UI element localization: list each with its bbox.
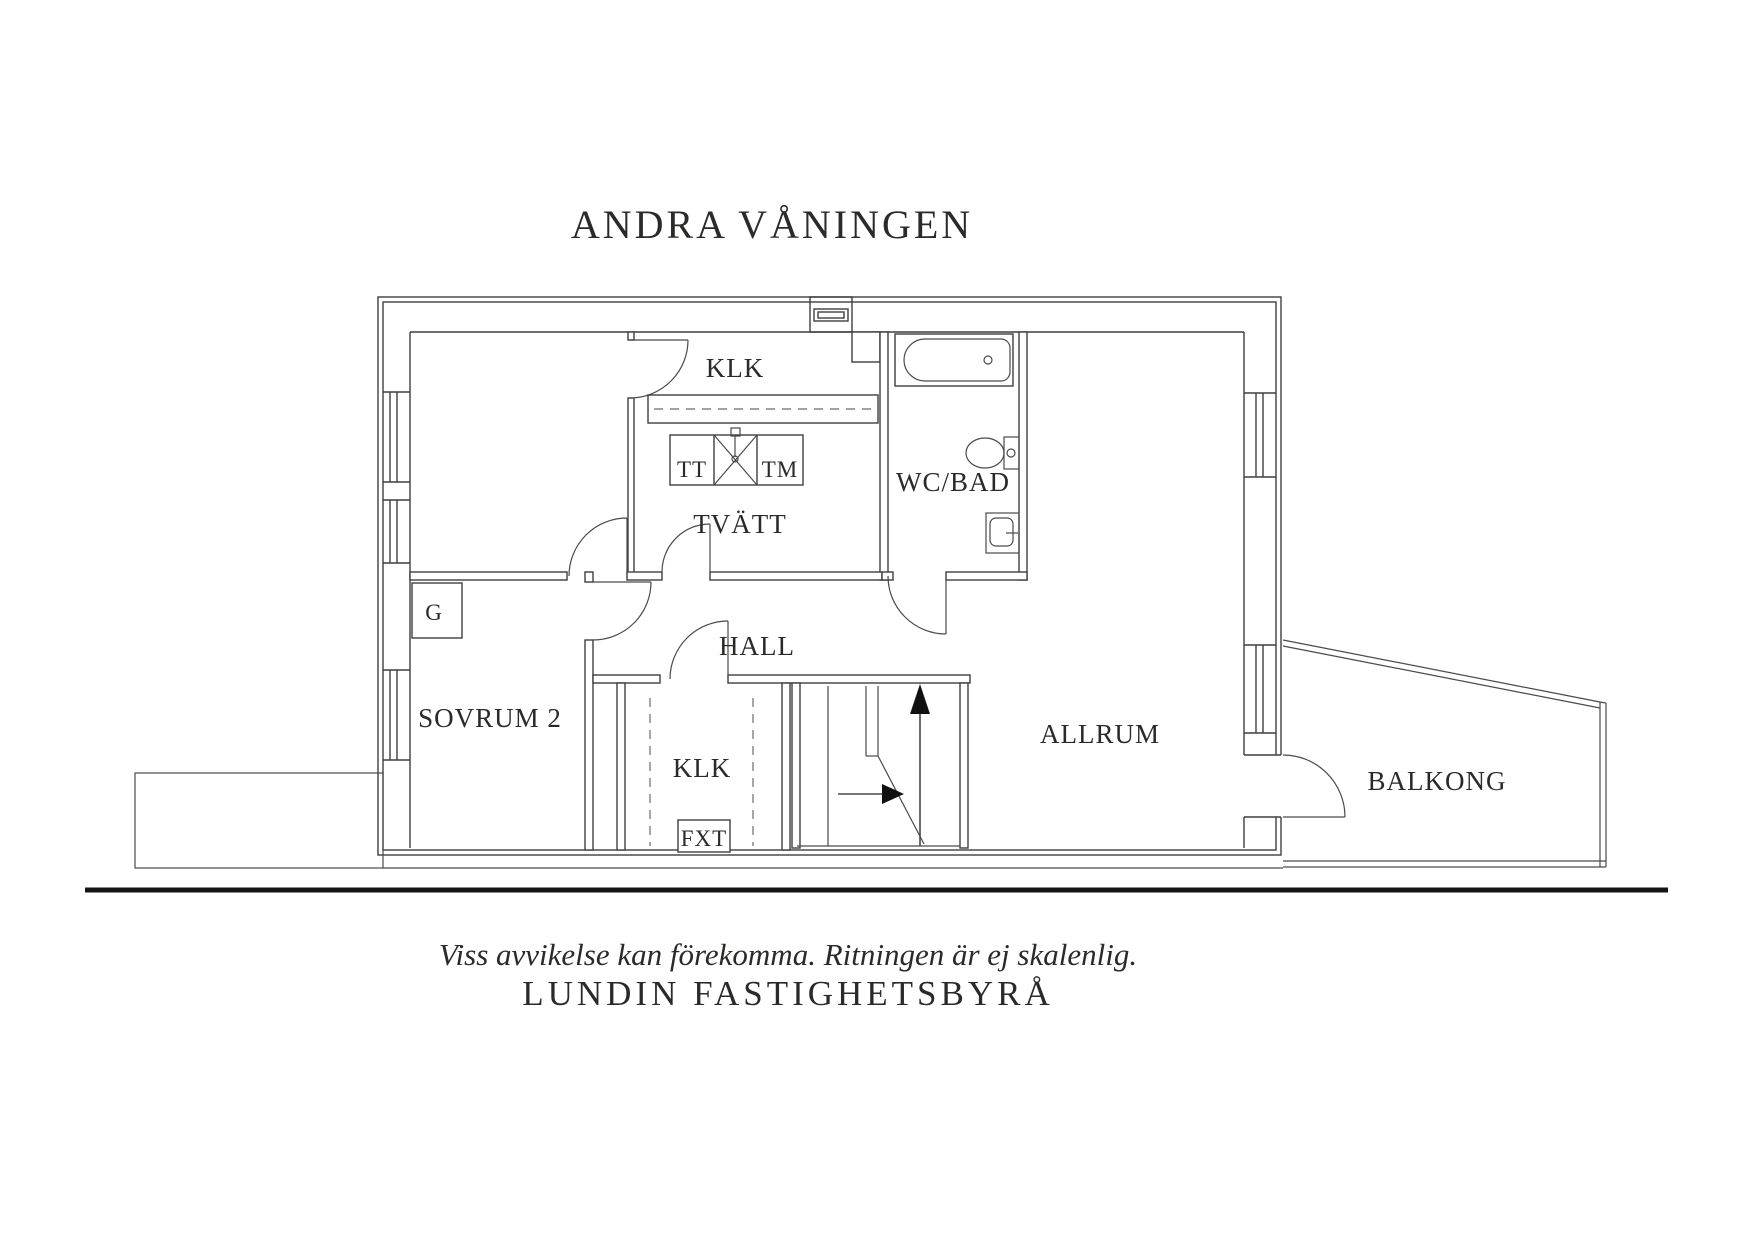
window-icon [383, 391, 410, 483]
room-label-hall: HALL [719, 631, 795, 661]
sink-icon [985, 512, 1020, 554]
fxt-box [677, 819, 731, 853]
disclaimer-text: Viss avvikelse kan förekomma. Ritningen … [439, 937, 1137, 972]
bathtub-icon [894, 333, 1014, 387]
door-arc [661, 523, 711, 573]
toilet-icon [965, 436, 1020, 470]
closet-shelf [647, 394, 879, 424]
closet-rails [649, 698, 754, 846]
window-icon [383, 669, 410, 761]
door-arc [568, 517, 628, 577]
room-label-tvatt: TVÄTT [693, 509, 786, 539]
window-icon [1244, 392, 1276, 478]
room-label-balkong: BALKONG [1368, 766, 1507, 796]
window-icon [383, 499, 410, 564]
room-label-klk-bottom: KLK [673, 753, 732, 783]
laundry-row [669, 427, 804, 486]
windows [383, 391, 1276, 761]
door-arc [1282, 754, 1346, 818]
balcony-door [1243, 754, 1346, 818]
interior-walls [409, 331, 1028, 851]
room-label-tm: TM [762, 457, 799, 482]
room-label-klk-top: KLK [706, 353, 765, 383]
up-arrow-icon [910, 684, 930, 846]
door-arc [592, 581, 652, 641]
chimney-icon [809, 296, 853, 333]
room-label-wcbad: WC/BAD [896, 467, 1010, 497]
lower-roof-outline [134, 772, 384, 869]
door-arc [629, 339, 689, 399]
room-label-fxt: FXT [681, 826, 727, 851]
page-title: ANDRA VÅNINGEN [571, 202, 973, 247]
balcony-railing [1282, 639, 1607, 868]
room-label-sovrum2: SOVRUM 2 [418, 703, 562, 733]
door-arc [887, 575, 947, 635]
door-arc [669, 620, 729, 680]
room-label-g: G [425, 600, 443, 625]
doors [568, 339, 947, 680]
stairs [797, 684, 960, 847]
right-arrow-icon [838, 784, 904, 804]
window-icon [1244, 644, 1276, 734]
laundry-sink-icon [713, 427, 758, 486]
room-label-allrum: ALLRUM [1040, 719, 1160, 749]
room-label-tt: TT [677, 457, 707, 482]
brand-text: LUNDIN FASTIGHETSBYRÅ [522, 974, 1054, 1013]
g-closet [411, 582, 463, 639]
